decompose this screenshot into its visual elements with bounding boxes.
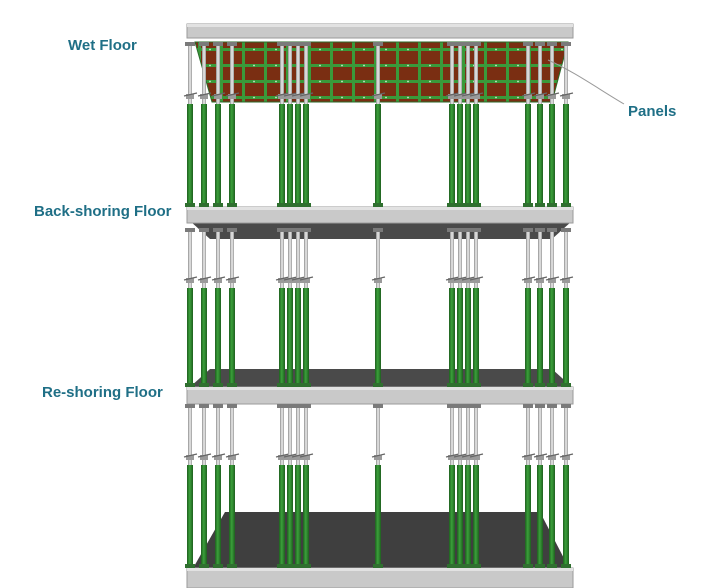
re-shoring-prop	[461, 404, 476, 568]
wet-floor-prop	[371, 42, 386, 207]
back-shoring-prop	[211, 228, 226, 387]
re-shoring-prop	[545, 404, 560, 568]
wet-floor-prop	[453, 42, 468, 207]
wet-floor-prop	[211, 42, 226, 207]
back-shoring-prop	[521, 228, 536, 387]
re-shoring-prop	[521, 404, 536, 568]
wet-floor-prop	[461, 42, 476, 207]
re-shoring-prop	[283, 404, 298, 568]
re-shoring-prop	[469, 404, 484, 568]
back-shoring-prop	[445, 228, 460, 387]
wet-floor-prop	[469, 42, 484, 207]
back-shoring-prop	[197, 228, 212, 387]
wet-floor-prop	[299, 42, 314, 207]
re-shoring-prop	[291, 404, 306, 568]
back-shoring-prop	[283, 228, 298, 387]
re-shoring-prop	[559, 404, 574, 568]
wet-floor-prop	[197, 42, 212, 207]
back-shoring-prop	[371, 228, 386, 387]
back-shoring-prop	[183, 228, 198, 387]
wet-floor-prop	[225, 42, 240, 207]
re-shoring-prop	[453, 404, 468, 568]
wet-floor-prop	[533, 42, 548, 207]
wet-floor-prop	[559, 42, 574, 207]
back-shoring-prop	[461, 228, 476, 387]
re-shoring-prop	[445, 404, 460, 568]
ground-slab	[186, 567, 574, 588]
re-shoring-prop	[299, 404, 314, 568]
back-shoring-prop	[533, 228, 548, 387]
panels-label: Panels	[628, 103, 677, 120]
wet-floor-prop	[183, 42, 198, 207]
wet-floor-prop	[521, 42, 536, 207]
back-shoring-prop	[275, 228, 290, 387]
top-slab	[186, 23, 574, 39]
wet-floor-prop	[291, 42, 306, 207]
wet-floor-prop	[283, 42, 298, 207]
panels-leader-line	[547, 59, 625, 105]
wet-floor-label: Wet Floor	[68, 37, 137, 54]
re-shoring-prop	[197, 404, 212, 568]
wet-floor-panel-deck	[194, 41, 569, 103]
back-shoring-prop	[469, 228, 484, 387]
back-shoring-slab	[186, 206, 574, 224]
re-shoring-prop	[183, 404, 198, 568]
re-shoring-floor-label: Re-shoring Floor	[42, 384, 163, 401]
back-shoring-prop	[225, 228, 240, 387]
re-shoring-prop	[211, 404, 226, 568]
re-shoring-prop	[225, 404, 240, 568]
re-shoring-slab	[186, 386, 574, 405]
back-shoring-prop	[299, 228, 314, 387]
wet-floor-prop	[445, 42, 460, 207]
re-shoring-prop	[533, 404, 548, 568]
back-shoring-prop	[559, 228, 574, 387]
wet-floor-prop	[545, 42, 560, 207]
re-shoring-prop	[371, 404, 386, 568]
back-shoring-prop	[545, 228, 560, 387]
steel-props	[183, 42, 574, 568]
re-shoring-prop	[275, 404, 290, 568]
wet-floor-prop	[275, 42, 290, 207]
back-shoring-prop	[453, 228, 468, 387]
back-shoring-floor-label: Back-shoring Floor	[34, 203, 172, 220]
back-shoring-prop	[291, 228, 306, 387]
